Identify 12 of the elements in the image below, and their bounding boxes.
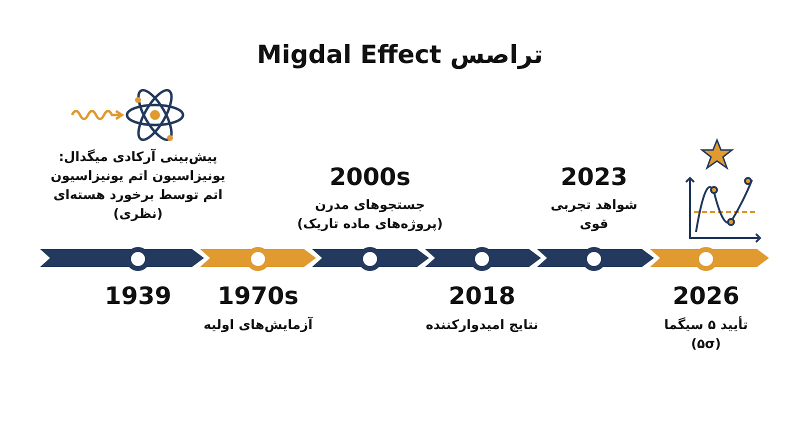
event-description: نتایج امیدوارکننده (424, 317, 540, 335)
year-label: 2026 (672, 282, 740, 310)
event-description: شواهد تجربی قوی (550, 197, 638, 234)
year-label: 2018 (448, 282, 516, 310)
event-description: پیش‌بینی آرکادی میگدال: یونیزاسیون اتم یونیزاسیون اتم توسط برخورد هسته‌ای (نظری) (50, 148, 226, 224)
year-label: 2000s (328, 163, 412, 191)
title: تراصس Migdal Effect (256, 40, 544, 69)
event-description: آزمایش‌های اولیه (202, 316, 314, 335)
year-label: 2023 (560, 163, 628, 191)
year-label: 1970s (216, 282, 300, 310)
event-description: تأیید ۵ سیگما (۵σ) (663, 316, 749, 354)
event-description: جستجوهای مدرن (پروژه‌های ماده تاریک) (296, 197, 444, 234)
